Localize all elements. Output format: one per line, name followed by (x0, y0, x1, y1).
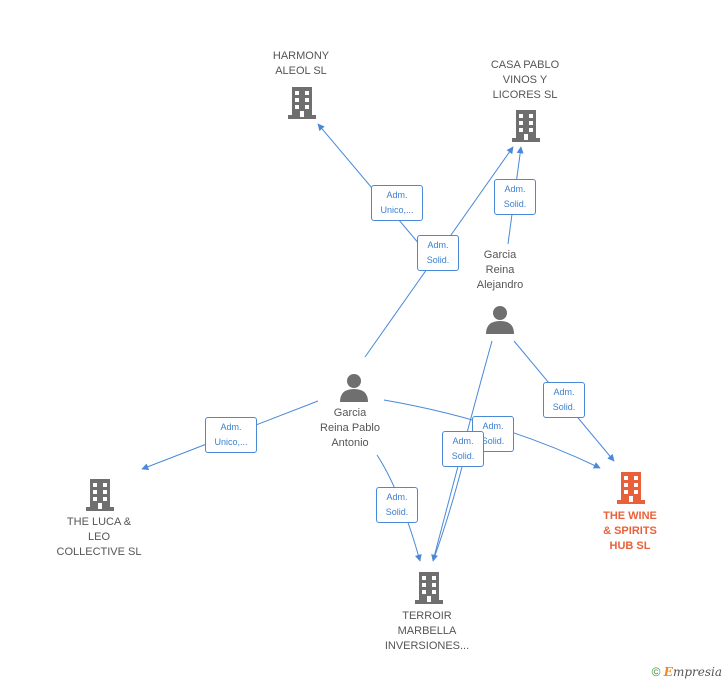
building-icon (288, 87, 316, 119)
edge-role-label: Adm. Solid. (376, 487, 418, 523)
edge-role-label: Adm. Solid. (543, 382, 585, 418)
company-label-luca-leo[interactable]: THE LUCA & LEO COLLECTIVE SL (56, 516, 142, 558)
company-label-casa-pablo[interactable]: CASA PABLO VINOS Y LICORES SL (490, 59, 560, 101)
person-icon (486, 306, 514, 334)
person-icon (340, 374, 368, 402)
company-label-harmony[interactable]: HARMONY ALEOL SL (272, 50, 330, 77)
brand-logo: Empresia (663, 665, 722, 679)
building-icon (512, 110, 540, 142)
copyright-icon: © (651, 665, 661, 679)
edge-role-label: Adm. Solid. (442, 431, 484, 467)
brand-footer: © Empresia (652, 665, 722, 679)
edge-role-label: Adm. Unico,... (371, 185, 423, 221)
person-label-garcia-alejandro[interactable]: Garcia Reina Alejandro (476, 249, 524, 291)
edge-line (432, 466, 463, 562)
edge-role-label: Adm. Unico,... (205, 417, 257, 453)
edge-line (317, 123, 421, 246)
company-label-wine-spirits[interactable]: THE WINE & SPIRITS HUB SL (603, 510, 657, 552)
edge-role-label: Adm. Solid. (494, 179, 536, 215)
building-icon-highlighted (617, 472, 645, 504)
building-icon (415, 572, 443, 604)
building-icon (86, 479, 114, 511)
company-label-terroir[interactable]: TERROIR MARBELLA INVERSIONES... (384, 610, 470, 652)
person-label-garcia-pablo[interactable]: Garcia Reina Pablo Antonio (320, 407, 380, 449)
edge-role-label: Adm. Solid. (417, 235, 459, 271)
